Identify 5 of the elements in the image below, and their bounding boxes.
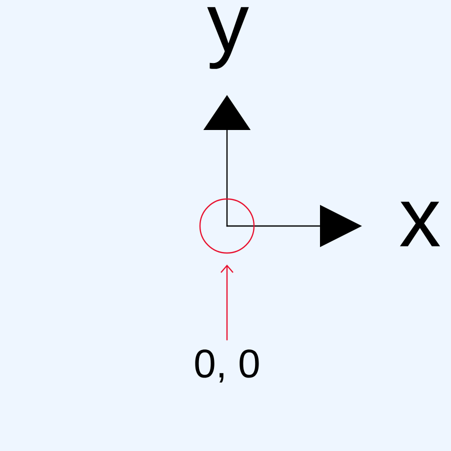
origin-circle	[199, 198, 255, 254]
leader-line	[220, 264, 234, 340]
axis-label: x	[400, 202, 440, 246]
coordinate-label: 0, 0	[195, 349, 259, 383]
axis-label: y	[207, 7, 249, 69]
